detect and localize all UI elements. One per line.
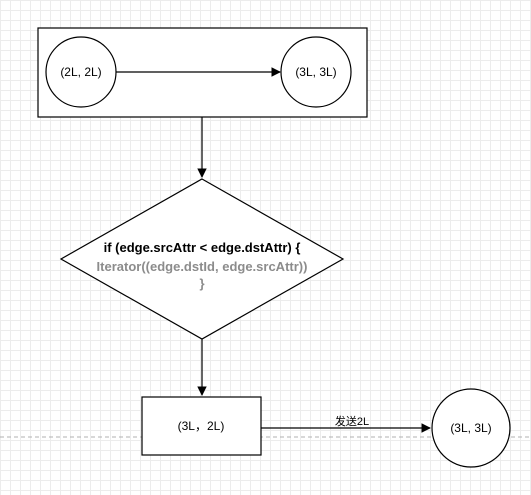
target-node-label: (3L, 3L) [295, 65, 336, 79]
target-node-circle[interactable] [280, 36, 352, 108]
dest-node-circle[interactable] [431, 388, 511, 468]
decision-line-condition: if (edge.srcAttr < edge.dstAttr) { [104, 240, 301, 255]
result-box[interactable] [141, 396, 262, 456]
result-box-label: (3L，2L) [178, 419, 225, 433]
decision-line-iterator: Iterator((edge.dstId, edge.srcAttr)) [97, 259, 308, 274]
send-edge-label: 发送2L [335, 414, 369, 428]
decision-line-close-brace: } [199, 276, 204, 291]
source-node-label: (2L, 2L) [60, 65, 101, 79]
dest-node-label: (3L, 3L) [450, 421, 491, 435]
